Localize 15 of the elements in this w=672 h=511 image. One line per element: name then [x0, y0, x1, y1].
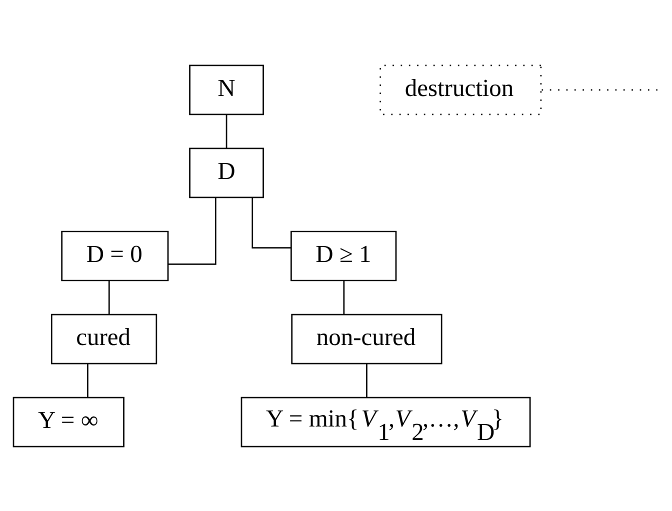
node-box: non-cured	[291, 313, 442, 364]
connector	[168, 197, 216, 264]
node-box: D ≥ 1	[290, 230, 397, 281]
node-box: N	[189, 64, 264, 115]
node-box: D = 0	[61, 230, 169, 281]
node-box: Y = ∞	[12, 396, 124, 447]
connector	[252, 196, 292, 248]
connector	[108, 280, 110, 314]
node-box: destruction	[380, 64, 542, 115]
node-box: D	[189, 147, 264, 198]
connector	[87, 363, 88, 397]
node-box: cured	[50, 313, 158, 364]
connector	[366, 363, 368, 397]
connector	[226, 114, 228, 148]
connector	[343, 280, 345, 314]
